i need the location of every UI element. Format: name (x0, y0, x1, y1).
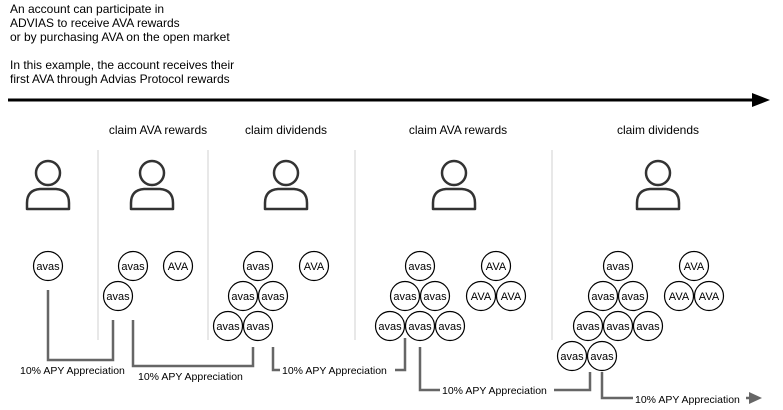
svg-text:avas: avas (261, 291, 285, 303)
ava-token: AVA (678, 250, 710, 282)
avas-token: avas (242, 310, 274, 342)
svg-text:avas: avas (590, 351, 614, 363)
appreciation-label: 10% APY Appreciation (282, 365, 387, 377)
ava-token: AVA (693, 280, 725, 312)
column-dividers (97, 150, 553, 340)
svg-text:avas: avas (378, 321, 402, 333)
stage-header: claim AVA rewards (409, 123, 507, 137)
svg-text:avas: avas (393, 291, 417, 303)
avas-token: avas (617, 280, 649, 312)
svg-text:avas: avas (36, 261, 60, 273)
svg-text:avas: avas (408, 321, 432, 333)
svg-text:avas: avas (606, 261, 630, 273)
stage-header: claim dividends (617, 123, 699, 137)
svg-text:avas: avas (576, 321, 600, 333)
svg-text:avas: avas (231, 291, 255, 303)
user-icon (431, 159, 477, 211)
avas-token: avas (374, 310, 406, 342)
intro-line: An account can participate in (10, 2, 165, 16)
appreciation-label: 10% APY Appreciation (635, 394, 740, 406)
avas-token: avas (117, 250, 149, 282)
avas-token: avas (404, 250, 436, 282)
svg-text:AVA: AVA (501, 291, 522, 303)
svg-text:AVA: AVA (684, 261, 705, 273)
intro-line: or by purchasing AVA on the open market (10, 30, 230, 44)
intro-line: first AVA through Advias Protocol reward… (10, 72, 230, 86)
avas-token: avas (572, 310, 604, 342)
timeline-arrowhead (752, 93, 770, 107)
ava-token: AVA (298, 250, 330, 282)
svg-text:avas: avas (246, 321, 270, 333)
avas-token: avas (212, 310, 244, 342)
connector-arrowhead (749, 392, 762, 404)
svg-text:AVA: AVA (304, 261, 325, 273)
avas-token: avas (556, 340, 588, 372)
user-icon (635, 159, 681, 211)
avas-token: avas (404, 310, 436, 342)
svg-text:avas: avas (606, 321, 630, 333)
intro-line: In this example, the account receives th… (10, 58, 235, 72)
user-icon (129, 159, 175, 211)
appreciation-label: 10% APY Appreciation (20, 365, 125, 377)
ava-token: AVA (162, 250, 194, 282)
avas-token: avas (632, 310, 664, 342)
svg-text:avas: avas (423, 291, 447, 303)
svg-text:AVA: AVA (486, 261, 507, 273)
avas-token: avas (586, 340, 618, 372)
stage-header: claim dividends (245, 123, 327, 137)
avas-token: avas (32, 250, 64, 282)
intro-text: An account can participate in ADVIAS to … (10, 2, 234, 86)
svg-text:avas: avas (438, 321, 462, 333)
svg-text:avas: avas (246, 261, 270, 273)
user-icons (25, 159, 681, 211)
svg-text:avas: avas (216, 321, 240, 333)
avas-token: avas (587, 280, 619, 312)
intro-line: ADVIAS to receive AVA rewards (10, 16, 180, 30)
ava-token: AVA (663, 280, 695, 312)
svg-text:AVA: AVA (471, 291, 492, 303)
avas-token: avas (602, 310, 634, 342)
svg-text:avas: avas (621, 291, 645, 303)
svg-text:avas: avas (591, 291, 615, 303)
appreciation-label: 10% APY Appreciation (138, 371, 243, 383)
svg-text:AVA: AVA (168, 261, 189, 273)
svg-text:avas: avas (560, 351, 584, 363)
svg-text:avas: avas (408, 261, 432, 273)
avas-token: avas (227, 280, 259, 312)
avas-token: avas (434, 310, 466, 342)
ava-token: AVA (480, 250, 512, 282)
stage-header: claim AVA rewards (109, 123, 207, 137)
svg-text:AVA: AVA (699, 291, 720, 303)
ava-token: AVA (465, 280, 497, 312)
avas-token: avas (102, 280, 134, 312)
user-icon (263, 159, 309, 211)
appreciation-label: 10% APY Appreciation (442, 385, 547, 397)
ava-token: AVA (495, 280, 527, 312)
avas-token: avas (419, 280, 451, 312)
avas-token: avas (257, 280, 289, 312)
avas-token: avas (602, 250, 634, 282)
svg-text:avas: avas (106, 291, 130, 303)
user-icon (25, 159, 71, 211)
svg-text:avas: avas (121, 261, 145, 273)
svg-text:AVA: AVA (669, 291, 690, 303)
svg-text:avas: avas (636, 321, 660, 333)
avas-token: avas (389, 280, 421, 312)
avas-token: avas (242, 250, 274, 282)
